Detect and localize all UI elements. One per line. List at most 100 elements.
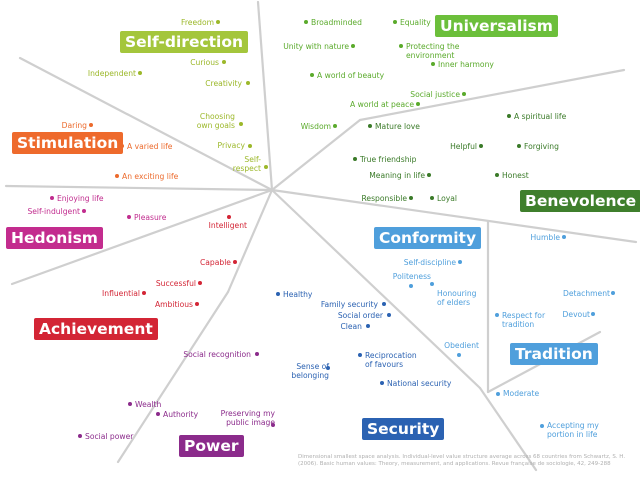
- value-dot: [399, 44, 403, 48]
- category-achievement: Achievement: [34, 318, 158, 340]
- value-label: Authority: [163, 410, 199, 419]
- value-label: Reciprocation of favours: [365, 351, 417, 369]
- value-dot: [430, 196, 434, 200]
- value-dot: [517, 144, 521, 148]
- value-dot: [380, 381, 384, 385]
- value-dot: [233, 260, 237, 264]
- divider-line: [4, 184, 274, 192]
- value-label: A world at peace: [350, 100, 414, 109]
- value-dot: [430, 282, 434, 286]
- value-label: Accepting my portion in life: [547, 421, 599, 439]
- value-dot: [333, 124, 337, 128]
- value-label: A varied life: [127, 142, 173, 151]
- value-label: Healthy: [283, 290, 313, 299]
- value-label: True friendship: [360, 155, 417, 164]
- value-label: Self-discipline: [403, 258, 456, 267]
- value-label: Wisdom: [300, 122, 331, 131]
- value-dot: [115, 174, 119, 178]
- value-dot: [495, 173, 499, 177]
- value-dot: [216, 20, 220, 24]
- divider-line: [358, 68, 626, 122]
- category-conformity: Conformity: [374, 227, 482, 249]
- value-dot: [409, 196, 413, 200]
- value-dot: [120, 144, 124, 148]
- value-label: A world of beauty: [317, 71, 385, 80]
- value-dot: [326, 366, 330, 370]
- value-label: An exciting life: [122, 172, 179, 181]
- value-dot: [264, 165, 268, 169]
- value-dot: [198, 281, 202, 285]
- divider-line: [256, 0, 274, 192]
- value-label: Social order: [337, 311, 383, 320]
- value-dot: [458, 260, 462, 264]
- category-tradition: Tradition: [510, 343, 598, 365]
- value-dot: [479, 144, 483, 148]
- value-label: Unity with nature: [283, 42, 349, 51]
- value-dot: [393, 20, 397, 24]
- value-dot: [50, 196, 54, 200]
- value-label: Protecting the environment: [406, 42, 460, 60]
- value-label: Daring: [61, 121, 87, 130]
- value-label: Enjoying life: [57, 194, 104, 203]
- value-label: Mature love: [375, 122, 420, 131]
- value-dot: [142, 291, 146, 295]
- divider-line: [116, 290, 230, 464]
- value-dot: [462, 92, 466, 96]
- value-label: Ambitious: [154, 300, 193, 309]
- value-label: Freedom: [181, 18, 214, 27]
- value-dot: [127, 215, 131, 219]
- category-power: Power: [179, 435, 244, 457]
- value-label: Honouring of elders: [437, 289, 477, 307]
- value-dot: [353, 157, 357, 161]
- value-dot: [507, 114, 511, 118]
- value-label: Broadminded: [311, 18, 362, 27]
- category-self-direction: Self-direction: [120, 31, 249, 53]
- value-dot: [89, 123, 93, 127]
- value-label: Wealth: [135, 400, 162, 409]
- value-dot: [366, 324, 370, 328]
- divider-line: [226, 188, 274, 294]
- value-label: Privacy: [217, 141, 246, 150]
- value-label: Pleasure: [134, 213, 167, 222]
- value-label: Devout: [562, 310, 590, 319]
- value-label: Moderate: [503, 389, 540, 398]
- value-dot: [368, 124, 372, 128]
- divider-line: [478, 386, 538, 472]
- value-label: Honest: [502, 171, 529, 180]
- value-dot: [457, 353, 461, 357]
- value-label: Family security: [320, 300, 378, 309]
- value-dot: [227, 215, 231, 219]
- category-hedonism: Hedonism: [6, 227, 103, 249]
- divider-line: [270, 118, 362, 192]
- value-dot: [271, 423, 275, 427]
- value-dot: [248, 144, 252, 148]
- value-label: Clean: [340, 322, 362, 331]
- value-dot: [304, 20, 308, 24]
- value-label: Loyal: [437, 194, 458, 203]
- value-dot: [387, 313, 391, 317]
- value-label: Independent: [87, 69, 136, 78]
- value-dot: [156, 412, 160, 416]
- value-label: Forgiving: [524, 142, 559, 151]
- value-dot: [416, 102, 420, 106]
- value-label: Capable: [199, 258, 231, 267]
- value-dot: [239, 122, 243, 126]
- value-label: A spiritual life: [514, 112, 567, 121]
- value-dot: [138, 71, 142, 75]
- value-dot: [427, 173, 431, 177]
- value-label: Sense of belonging: [291, 362, 329, 380]
- category-benevolence: Benevolence: [520, 190, 640, 212]
- value-label: Helpful: [450, 142, 477, 151]
- value-label: Self- respect: [232, 155, 261, 173]
- value-label: Preserving my public image: [220, 409, 275, 427]
- value-dot: [255, 352, 259, 356]
- value-label: Intelligent: [208, 221, 247, 230]
- value-label: Social recognition: [183, 350, 251, 359]
- value-dot: [496, 392, 500, 396]
- value-dot: [195, 302, 199, 306]
- value-label: Obedient: [444, 341, 479, 350]
- source-footnote: Dimensional smallest space analysis. Ind…: [298, 454, 626, 467]
- value-dot: [128, 402, 132, 406]
- value-label: Politeness: [392, 272, 431, 281]
